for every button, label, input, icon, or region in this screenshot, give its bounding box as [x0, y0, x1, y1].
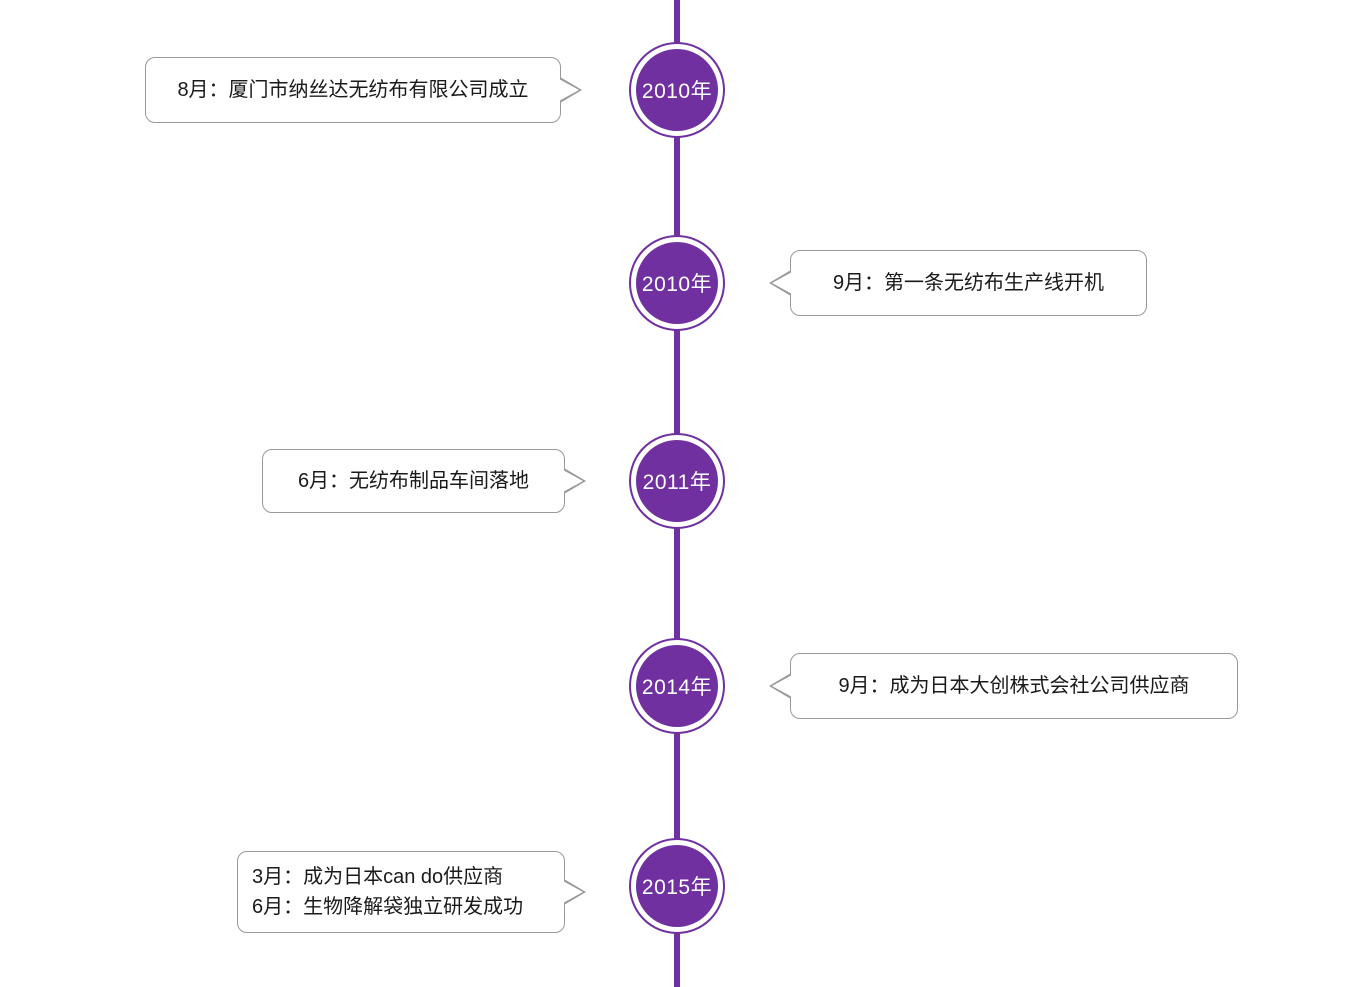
timeline-node-2010-b: 2010年 — [629, 235, 725, 331]
event-bubble-2010-a: 8月：厦门市纳丝达无纺布有限公司成立 — [145, 57, 561, 123]
year-badge: 2010年 — [636, 49, 718, 131]
year-badge: 2014年 — [636, 645, 718, 727]
year-label: 2011年 — [642, 471, 712, 494]
event-text-line-1: 3月：成为日本can do供应商 — [252, 866, 504, 888]
event-bubble-2015: 3月：成为日本can do供应商 6月：生物降解袋独立研发成功 — [237, 851, 565, 933]
event-text-line-2: 6月：生物降解袋独立研发成功 — [252, 896, 524, 918]
event-text: 6月：无纺布制品车间落地 — [297, 470, 530, 492]
year-label: 2010年 — [641, 80, 713, 103]
event-bubble-2010-b: 9月：第一条无纺布生产线开机 — [790, 250, 1147, 316]
timeline-node-2015: 2015年 — [629, 838, 725, 934]
event-text: 9月：第一条无纺布生产线开机 — [832, 272, 1105, 294]
event-text: 8月：厦门市纳丝达无纺布有限公司成立 — [177, 79, 529, 101]
year-label: 2014年 — [641, 676, 713, 699]
year-badge: 2011年 — [636, 440, 718, 522]
year-label: 2015年 — [641, 876, 713, 899]
event-bubble-2014: 9月：成为日本大创株式会社公司供应商 — [790, 653, 1238, 719]
event-bubble-2011: 6月：无纺布制品车间落地 — [262, 449, 565, 513]
timeline-node-2014: 2014年 — [629, 638, 725, 734]
year-badge: 2010年 — [636, 242, 718, 324]
timeline-node-2011: 2011年 — [629, 433, 725, 529]
event-text: 9月：成为日本大创株式会社公司供应商 — [838, 675, 1190, 697]
year-badge: 2015年 — [636, 845, 718, 927]
year-label: 2010年 — [641, 273, 713, 296]
timeline-node-2010-a: 2010年 — [629, 42, 725, 138]
